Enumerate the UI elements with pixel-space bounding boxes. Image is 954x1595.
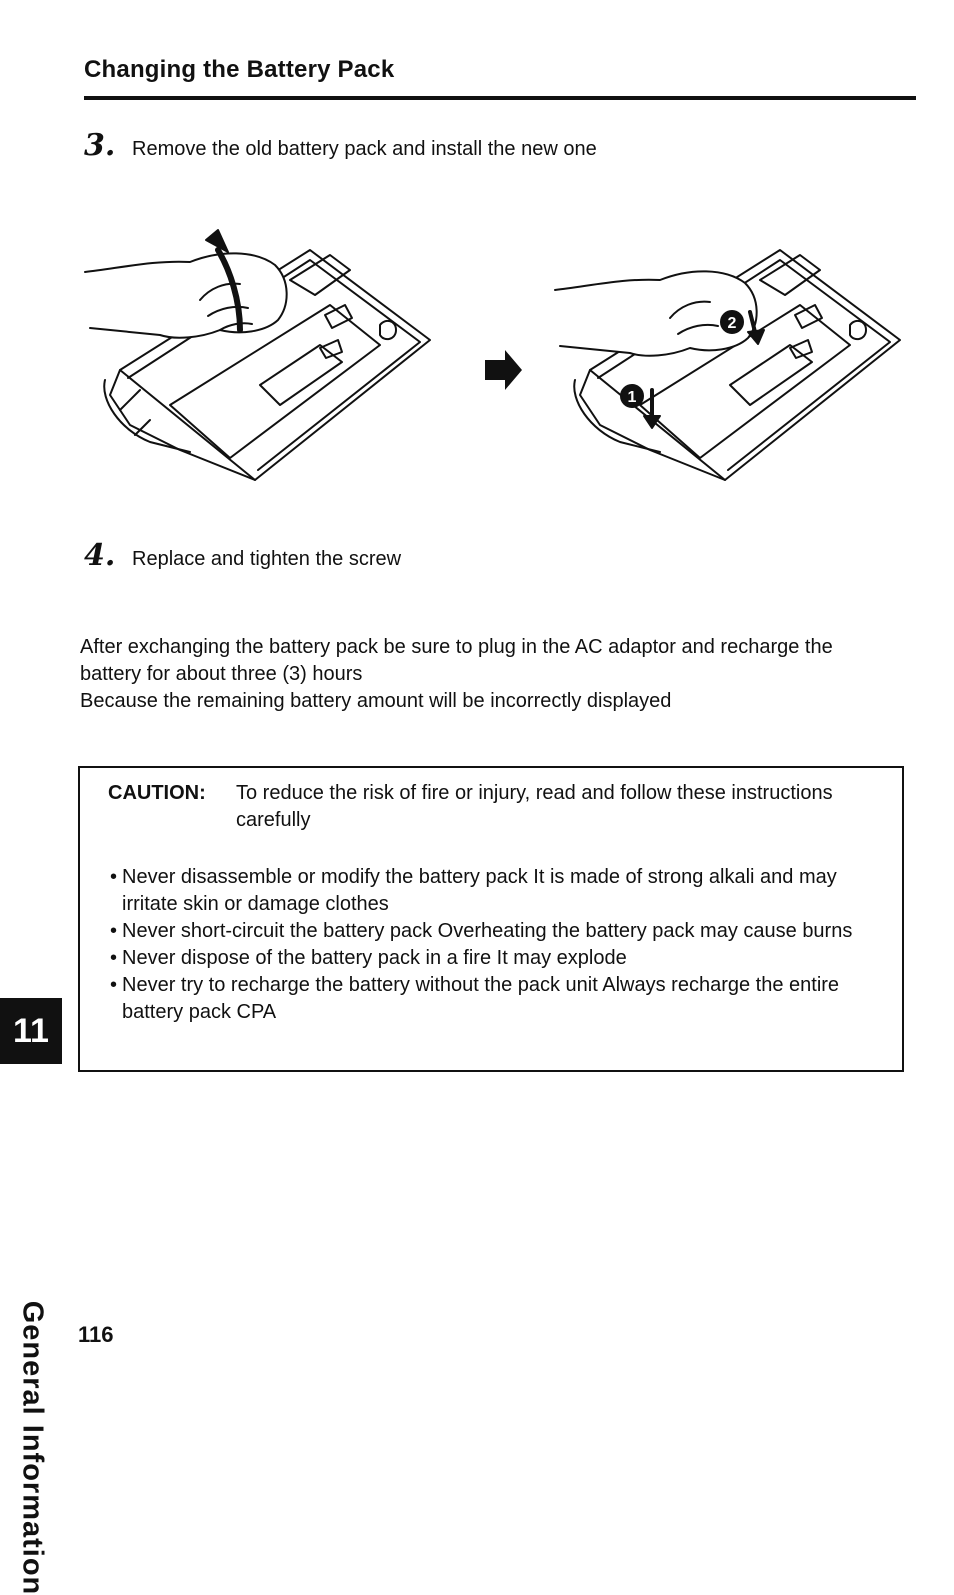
caution-label: CAUTION: xyxy=(108,782,206,804)
step-3: 3. Remove the old battery pack and instal… xyxy=(84,128,597,163)
step-callout-1-icon: 1 xyxy=(620,384,661,429)
caution-item: Never disassemble or modify the battery … xyxy=(110,864,880,918)
caution-item: Never dispose of the battery pack in a f… xyxy=(110,945,880,972)
section-heading: Changing the Battery Pack xyxy=(84,56,395,83)
chapter-number-badge: 11 xyxy=(0,998,62,1064)
callout-1-label: 1 xyxy=(628,389,637,406)
chapter-title: General Information xyxy=(16,1300,49,1595)
caution-item: Never short-circuit the battery pack Ove… xyxy=(110,918,880,945)
step-3-number: 3. xyxy=(84,128,116,163)
note-line: After exchanging the battery pack be sur… xyxy=(80,636,833,685)
caution-item: Never try to recharge the battery withou… xyxy=(110,972,880,1026)
caution-box: CAUTION: To reduce the risk of fire or i… xyxy=(78,766,904,1072)
chapter-side-tab: General Information xyxy=(0,640,64,1595)
arrow-right-icon xyxy=(485,350,522,390)
step-4: 4. Replace and tighten the screw xyxy=(84,538,401,573)
step-4-number: 4. xyxy=(84,538,116,573)
hand-illustration-left xyxy=(84,252,288,339)
hand-illustration-right xyxy=(554,270,758,357)
battery-replacement-illustration: 1 2 xyxy=(84,229,901,481)
step-3-text: Remove the old battery pack and install … xyxy=(132,138,597,160)
caution-list: Never disassemble or modify the battery … xyxy=(110,864,880,1026)
recharge-note: After exchanging the battery pack be sur… xyxy=(80,634,880,715)
step-callout-2-icon: 2 xyxy=(720,310,765,345)
arrow-up-icon xyxy=(205,229,243,333)
heading-divider xyxy=(84,96,916,100)
caution-header: CAUTION: To reduce the risk of fire or i… xyxy=(108,780,888,834)
step-4-text: Replace and tighten the screw xyxy=(132,548,402,570)
note-line: Because the remaining battery amount wil… xyxy=(80,690,672,712)
page-number: 116 xyxy=(78,1322,114,1347)
caution-intro: To reduce the risk of fire or injury, re… xyxy=(236,782,833,831)
callout-2-label: 2 xyxy=(728,315,737,332)
